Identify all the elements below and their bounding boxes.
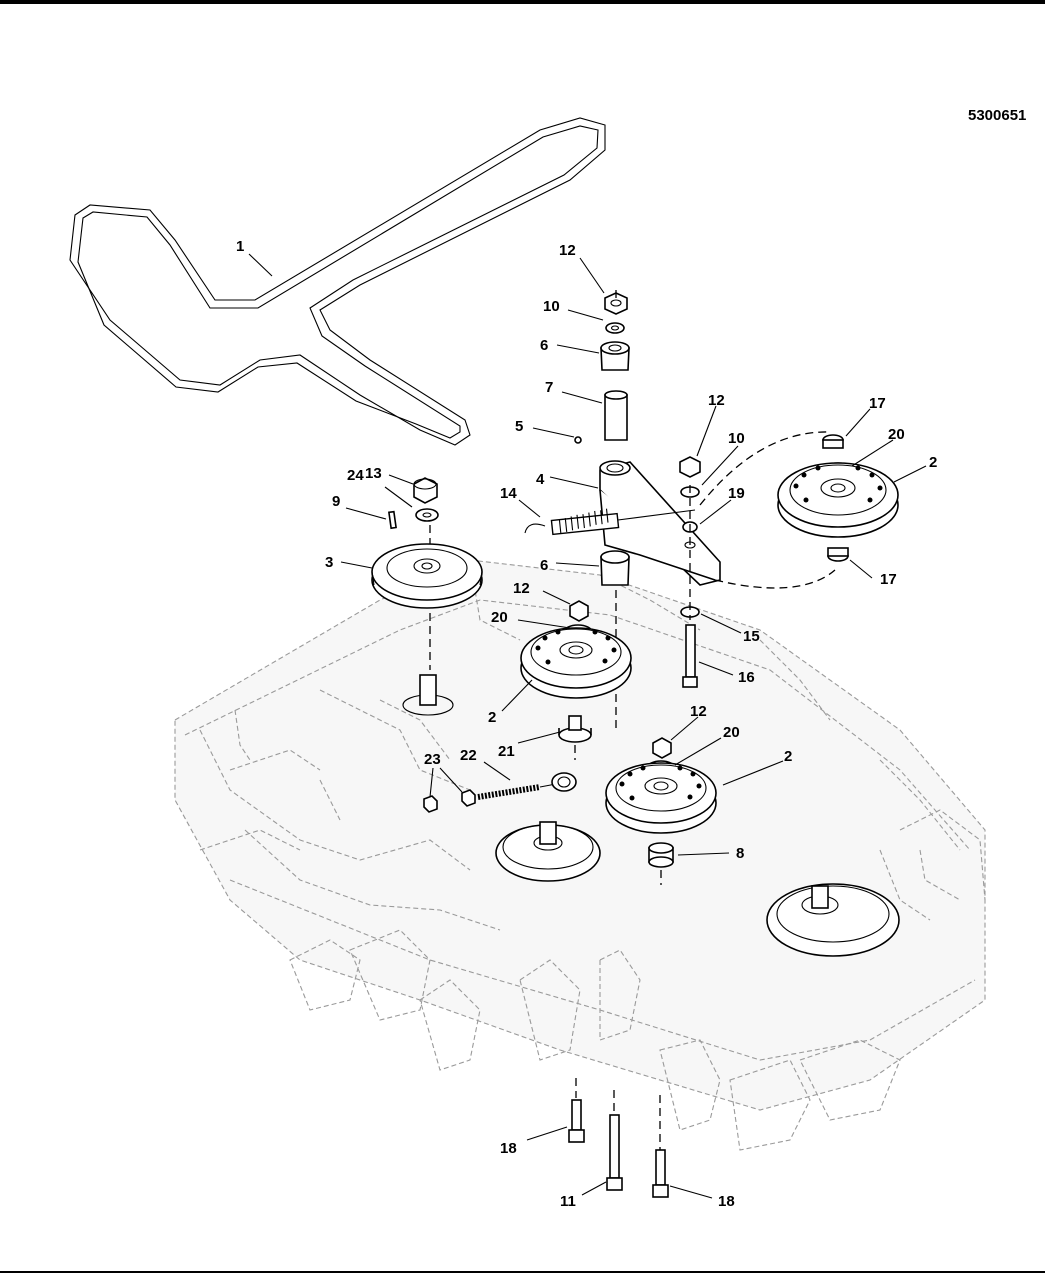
callout-12d: 12: [690, 703, 707, 720]
callout-12b: 12: [708, 392, 725, 409]
callout-7: 7: [545, 379, 553, 396]
callout-14: 14: [500, 485, 517, 502]
callout-22: 22: [460, 747, 477, 764]
callout-2c: 2: [784, 748, 792, 765]
mower-deck: [174, 559, 986, 1151]
idler-pulley-right: [777, 434, 899, 562]
drawing-number: 5300651: [968, 107, 1027, 124]
callout-17a: 17: [869, 395, 886, 412]
drive-belt: [69, 117, 606, 446]
callout-2b: 2: [488, 709, 496, 726]
callout-16: 16: [738, 669, 755, 686]
leader-lines: [248, 253, 927, 1199]
callout-3: 3: [325, 554, 333, 571]
callout-23: 23: [424, 751, 441, 768]
top-rule: [0, 0, 1045, 4]
callout-12c: 12: [513, 580, 530, 597]
callout-21: 21: [498, 743, 515, 760]
callout-15: 15: [743, 628, 760, 645]
callout-6a: 6: [540, 337, 548, 354]
callout-8: 8: [736, 845, 744, 862]
mounting-bolts: [568, 1078, 669, 1198]
drive-pulley-3: [371, 477, 483, 609]
callout-5: 5: [515, 418, 523, 435]
callout-11: 11: [560, 1193, 576, 1210]
callout-20c: 20: [723, 724, 740, 741]
callout-4: 4: [536, 471, 545, 488]
bottom-rule: [0, 1271, 1045, 1273]
callout-1: 1: [236, 238, 244, 255]
callout-10a: 10: [543, 298, 560, 315]
idler-pulley-center: [520, 600, 632, 760]
callout-labels: 1 12 10 6 7 5 4 12 10 17 20 2 13 24 9 14…: [236, 238, 937, 1210]
callout-6b: 6: [540, 557, 548, 574]
callout-17b: 17: [880, 571, 897, 588]
callout-12a: 12: [559, 242, 576, 259]
callout-13: 13: [365, 465, 382, 482]
callout-20a: 20: [888, 426, 905, 443]
callout-19: 19: [728, 485, 745, 502]
callout-10b: 10: [728, 430, 745, 447]
callout-18b: 18: [718, 1193, 735, 1210]
callout-20b: 20: [491, 609, 508, 626]
callout-18a: 18: [500, 1140, 517, 1157]
idler-pulley-lower: [605, 737, 717, 885]
tension-rod: [423, 772, 577, 813]
callout-9: 9: [332, 493, 340, 510]
callout-24: 24: [347, 467, 364, 484]
callout-2a: 2: [929, 454, 937, 471]
